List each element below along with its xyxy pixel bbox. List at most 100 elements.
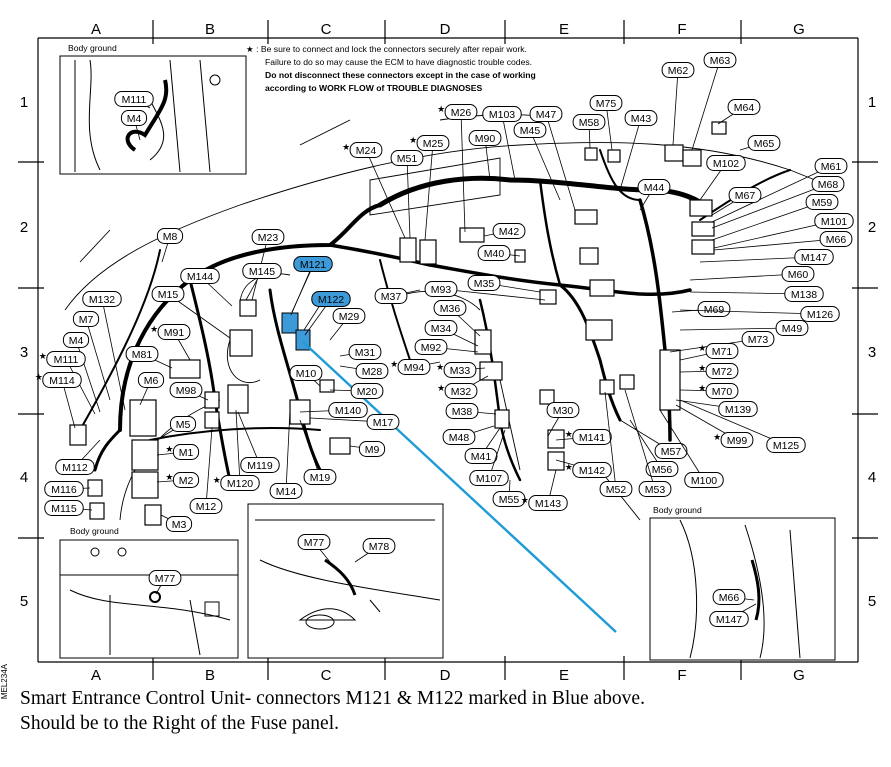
connector-label-box	[328, 402, 368, 418]
connector-label-box	[477, 245, 511, 261]
connector-label-text: M140	[335, 405, 361, 417]
connector-label-m99: M99★	[675, 404, 754, 448]
connector-label-box	[44, 500, 84, 516]
connector-label-box	[120, 110, 148, 126]
connector-label-text: M14	[276, 486, 297, 498]
connector-label-box	[467, 275, 501, 291]
connector-bodies	[69, 121, 727, 526]
connector-label-m65: M65	[739, 135, 781, 151]
connector-label-text: M49	[782, 323, 803, 335]
connector-label-m19: M19	[299, 419, 337, 485]
connector-label-text: M56	[652, 464, 673, 476]
connector-label-box	[180, 268, 220, 284]
connector-leader-line	[205, 427, 213, 507]
connector-label-m90: M90	[468, 130, 502, 181]
inset-bottom-left-title: Body ground	[70, 526, 119, 536]
connector-leader-line	[711, 183, 829, 229]
connector-label-m62: M62	[661, 62, 695, 146]
connector-label-m70: M70★	[679, 383, 739, 399]
connector-label-m44: M44	[637, 179, 671, 211]
star-icon: ★	[165, 472, 173, 482]
connector-leader-line	[679, 399, 787, 446]
connector-label-text: M132	[89, 294, 115, 306]
connector-label-box	[814, 213, 854, 229]
connector-label-text: M4	[127, 113, 142, 125]
connector-label-text: M48	[449, 432, 470, 444]
connector-label-box	[637, 179, 671, 195]
connector-label-m40: M40	[477, 245, 521, 261]
connector-label-m56: M56	[629, 419, 679, 477]
connector-label-box	[624, 110, 658, 126]
connector-label-text: M115	[51, 503, 77, 515]
connector-label-box	[443, 362, 477, 378]
connector-label-box	[747, 135, 781, 151]
grid-col-b-bottom: B	[205, 667, 215, 684]
connector-label-text: M93	[431, 284, 452, 296]
connector-label-box	[814, 158, 848, 174]
connector-label-text: M63	[710, 55, 731, 67]
connector-label-m14: M14	[269, 409, 303, 499]
connector-leader-line	[713, 220, 835, 249]
inset-bottom-center	[247, 503, 444, 659]
connector-label-box	[397, 359, 431, 375]
connector-label-box	[355, 363, 389, 379]
connector-label-text: M111	[122, 94, 147, 106]
connector-label-m77: M77	[297, 534, 331, 563]
connector-label-box	[645, 461, 679, 477]
connector-label-text: M147	[716, 614, 742, 626]
connector-leader-line	[679, 309, 821, 315]
connector-label-m66: M66	[713, 231, 853, 251]
star-icon: ★	[150, 324, 158, 334]
star-icon: ★	[213, 475, 221, 485]
grid-col-b-top: B	[205, 21, 215, 38]
connector-label-m12: M12	[189, 427, 223, 514]
connector-label-text: M44	[644, 182, 665, 194]
connector-label-box	[148, 570, 182, 586]
connector-label-text: M53	[645, 484, 666, 496]
connector-label-text: M142	[579, 465, 605, 477]
connector-label-text: M92	[421, 342, 442, 354]
connector-label-m8: M8	[156, 228, 184, 263]
grid-frame	[18, 20, 878, 680]
connector-label-box	[169, 416, 197, 432]
connector-label-text: M90	[475, 133, 496, 145]
grid-col-d-top: D	[440, 21, 451, 38]
star-icon: ★	[565, 462, 573, 472]
connector-label-text: M72	[712, 366, 733, 378]
connector-leader-line	[365, 149, 406, 239]
connector-label-m61: M61	[711, 158, 848, 223]
connector-label-box	[55, 459, 95, 475]
connector-label-text: M139	[725, 404, 751, 416]
connector-label-m115: M115	[44, 500, 93, 516]
connector-label-box	[766, 437, 806, 453]
connector-label-box	[546, 402, 580, 418]
grid-row-3-right: 3	[868, 344, 876, 361]
connector-label-m120: M120 ★	[213, 409, 260, 491]
connector-label-text: M120	[227, 478, 253, 490]
connector-label-m2: M2★	[156, 472, 200, 488]
connector-label-box	[44, 481, 84, 497]
connector-label-m119: M119	[237, 411, 280, 473]
grid-row-3-left: 3	[20, 344, 28, 361]
grid-row-labels-left: 1 2 3 4 5	[20, 94, 28, 610]
star-icon: ★	[565, 429, 573, 439]
connector-label-text: M111	[54, 354, 79, 366]
connector-label-box	[720, 432, 754, 448]
connector-label-text: M19	[310, 472, 331, 484]
connector-label-box	[366, 414, 400, 430]
connector-leader-line	[285, 409, 291, 492]
grid-row-labels-right: 1 2 3 4 5	[868, 94, 876, 610]
warning-note: ★ : Be sure to connect and lock the conn…	[246, 44, 536, 93]
connector-label-box	[251, 229, 285, 245]
connector-label-box	[42, 372, 82, 388]
connector-label-text: M91	[164, 327, 185, 339]
star-icon: ★	[436, 362, 444, 372]
connector-leader-line	[691, 59, 721, 151]
note-line-4: according to WORK FLOW of TROUBLE DIAGNO…	[265, 83, 482, 93]
connector-leader-line	[619, 117, 642, 191]
connector-label-text: M77	[155, 573, 176, 585]
connector-label-text: M66	[826, 234, 847, 246]
connector-label-m25: M25★	[409, 135, 450, 241]
connector-label-m60: M60	[689, 266, 815, 282]
